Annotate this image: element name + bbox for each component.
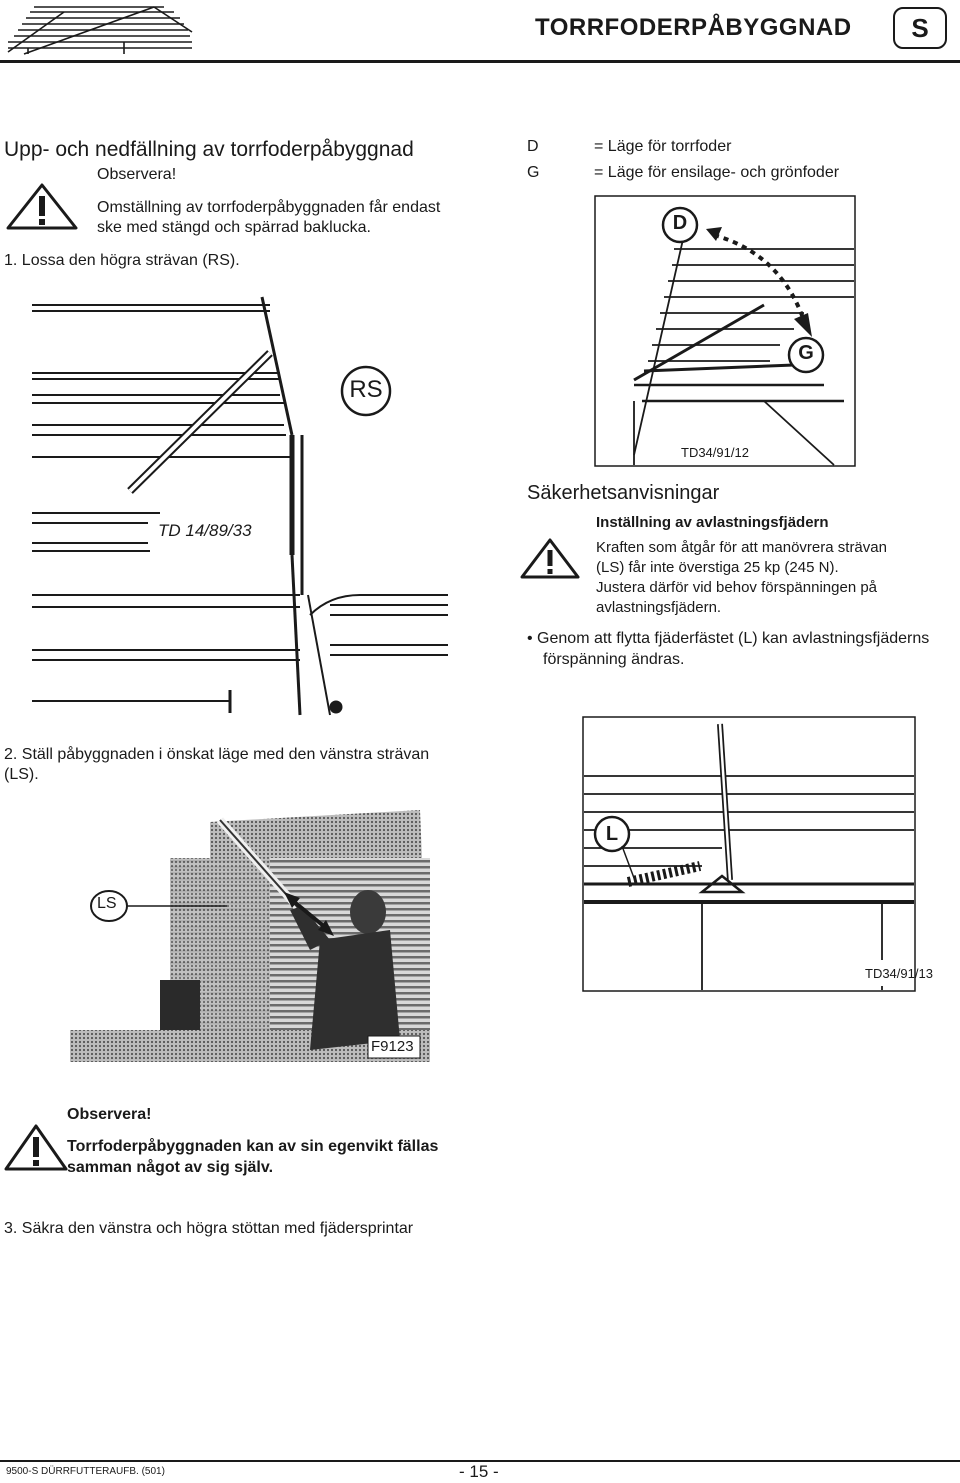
figure-ls-photo xyxy=(70,800,430,1062)
section-heading: Upp- och nedfällning av torrfoderpåbyggn… xyxy=(4,138,414,161)
note-label: Observera! xyxy=(67,1106,152,1123)
safety-line: Kraften som åtgår för att manövrera strä… xyxy=(596,539,887,556)
header-logo xyxy=(4,2,196,56)
label-g: G xyxy=(798,342,814,364)
footer-page: - 15 - xyxy=(459,1462,499,1481)
header-rule xyxy=(0,60,960,63)
figure-code: TD34/91/13 xyxy=(865,966,933,981)
note-label: Observera! xyxy=(97,166,177,183)
figure-l xyxy=(582,716,916,992)
ls-callout xyxy=(89,888,229,924)
safety-line: avlastningsfjädern. xyxy=(596,599,722,616)
figure-code: F9123 xyxy=(371,1038,414,1055)
step-2: 2. Ställ påbyggnaden i önskat läge med d… xyxy=(4,746,430,763)
figure-rs xyxy=(30,295,450,720)
legend-key-g: G xyxy=(527,164,540,181)
safety-subtitle: Inställning av avlastningsfjädern xyxy=(596,514,829,531)
language-badge: S xyxy=(893,7,947,49)
label-rs: RS xyxy=(349,376,383,403)
step-1: 1. Lossa den högra strävan (RS). xyxy=(4,252,240,269)
safety-line: (LS) får inte överstiga 25 kp (245 N). xyxy=(596,559,839,576)
safety-bullet: • Genom att flytta fjäderfästet (L) kan … xyxy=(527,630,930,647)
label-d: D xyxy=(672,212,688,234)
step-2: (LS). xyxy=(4,766,39,783)
note-line: Omställning av torrfoderpåbyggnaden får … xyxy=(97,199,441,216)
header-title: TORRFODERPÅBYGGNAD xyxy=(535,14,852,41)
step-3: 3. Säkra den vänstra och högra stöttan m… xyxy=(4,1220,414,1237)
figure-code: TD 14/89/33 xyxy=(158,521,252,540)
label-ls: LS xyxy=(97,895,117,912)
safety-title: Säkerhetsanvisningar xyxy=(527,482,720,504)
legend-key-d: D xyxy=(527,138,539,155)
warning-icon xyxy=(4,1123,68,1171)
warning-icon xyxy=(520,537,580,579)
footer-rule xyxy=(0,1460,960,1462)
label-l: L xyxy=(605,823,619,845)
note-line: ske med stängd och spärrad baklucka. xyxy=(97,219,371,236)
safety-bullet: förspänning ändras. xyxy=(543,651,685,668)
figure-dg xyxy=(594,195,856,467)
warning-icon xyxy=(6,182,78,230)
safety-line: Justera därför vid behov förspänningen p… xyxy=(596,579,878,596)
note-line: samman något av sig själv. xyxy=(67,1159,274,1176)
legend-text-g: = Läge för ensilage- och grönfoder xyxy=(594,164,840,181)
footer-doc: 9500-S DÜRRFUTTERAUFB. (501) xyxy=(6,1466,165,1477)
figure-code: TD34/91/12 xyxy=(681,445,749,460)
note-line: Torrfoderpåbyggnaden kan av sin egenvikt… xyxy=(67,1138,439,1155)
legend-text-d: = Läge för torrfoder xyxy=(594,138,732,155)
